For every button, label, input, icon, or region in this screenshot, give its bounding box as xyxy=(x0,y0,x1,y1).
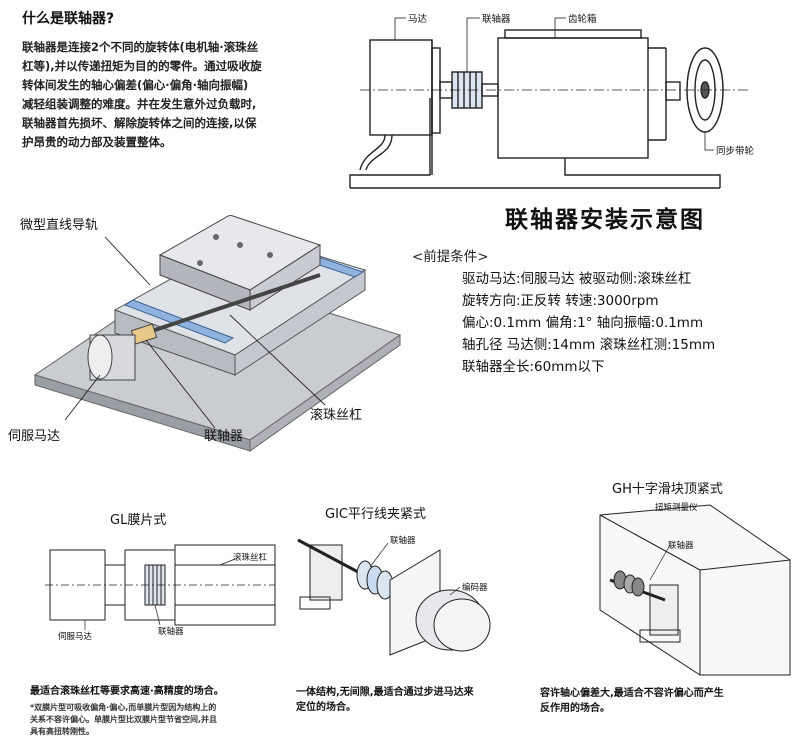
gh-label-coupling: 联轴器 xyxy=(668,541,694,551)
gl-diagram xyxy=(45,544,276,630)
label-ball-screw: 滚珠丝杠 xyxy=(310,408,363,423)
condition-row: 旋转方向:正反转 转速:3000rpm xyxy=(462,293,659,309)
label-pulley: 同步带轮 xyxy=(716,146,755,157)
gic-label-encoder: 编码器 xyxy=(462,583,488,593)
gh-label-instrument: 扭矩测量仪 xyxy=(655,503,698,513)
gh-note-line: 反作用的场合。 xyxy=(540,703,610,714)
gic-note-line: 定位的场合。 xyxy=(296,702,356,713)
gic-diagram xyxy=(297,538,491,656)
gl-subnote-line: 具有高扭转刚性。 xyxy=(30,727,94,736)
install-diagram-title: 联轴器安装示意图 xyxy=(505,207,705,233)
intro-title: 什么是联轴器? xyxy=(22,11,115,27)
label-linear-rail: 微型直线导轨 xyxy=(20,218,99,233)
gic-note-line: 一体结构,无间隙,最适合通过步进马达来 xyxy=(296,687,474,698)
label-stage-coupling: 联轴器 xyxy=(204,429,244,444)
type-gl-title: GL膜片式 xyxy=(110,513,167,528)
gl-label-servo: 伺服马达 xyxy=(58,632,93,642)
gl-subnote-line: *双膜片型可吸收偏角·偏心,而单膜片型因为结构上的 xyxy=(30,703,217,712)
gl-note-line: 最适合滚珠丝杠等要求高速·高精度的场合。 xyxy=(30,686,224,697)
conditions-header: <前提条件> xyxy=(412,249,489,265)
intro-paragraph: 联轴器是连接2个不同的旋转体(电机轴·滚珠丝 杠等),并以传递扭矩为目的的零件。… xyxy=(22,38,312,152)
intro-line: 减轻组装调整的难度。并在发生意外过负载时, xyxy=(22,97,257,111)
gic-note: 一体结构,无间隙,最适合通过步进马达来 定位的场合。 xyxy=(296,685,536,715)
conditions-block: <前提条件> 驱动马达:伺服马达 被驱动侧:滚珠丝杠 旋转方向:正反转 转速:3… xyxy=(412,246,715,378)
type-gic-title: GIC平行线夹紧式 xyxy=(325,507,426,522)
intro-line: 联轴器首先损坏、解除旋转体之间的连接,以保 xyxy=(22,116,257,130)
installation-diagram xyxy=(349,17,750,189)
intro-line: 联轴器是连接2个不同的旋转体(电机轴·滚珠丝 xyxy=(22,40,259,54)
gic-label-coupling: 联轴器 xyxy=(390,536,416,546)
condition-row: 轴孔径 马达侧:14mm 滚珠丝杠测:15mm xyxy=(462,337,716,353)
type-gh-title: GH十字滑块顶紧式 xyxy=(612,482,723,497)
label-motor: 马达 xyxy=(408,14,428,25)
gl-note: 最适合滚珠丝杠等要求高速·高精度的场合。 xyxy=(30,684,290,699)
intro-line: 转体间发生的轴心偏差(偏心·偏角·轴向振幅) xyxy=(22,78,249,92)
condition-row: 偏心:0.1mm 偏角:1° 轴向振幅:0.1mm xyxy=(462,315,704,331)
condition-row: 联轴器全长:60mm以下 xyxy=(462,359,605,375)
gl-subnote: *双膜片型可吸收偏角·偏心,而单膜片型因为结构上的 关系不容许偏心。单膜片型比双… xyxy=(30,702,290,738)
gh-diagram xyxy=(599,504,791,676)
condition-row: 驱动马达:伺服马达 被驱动侧:滚珠丝杠 xyxy=(462,271,692,287)
gh-note: 容许轴心偏差大,最适合不容许偏心而产生 反作用的场合。 xyxy=(540,686,790,716)
label-gearbox: 齿轮箱 xyxy=(568,14,597,25)
intro-line: 杠等),并以传递扭矩为目的的零件。通过吸收旋 xyxy=(22,59,262,73)
gl-subnote-line: 关系不容许偏心。单膜片型比双膜片型节省空间,并且 xyxy=(30,715,218,724)
label-servo-motor: 伺服马达 xyxy=(8,429,61,444)
gl-label-screw: 滚珠丝杠 xyxy=(233,553,268,563)
gh-note-line: 容许轴心偏差大,最适合不容许偏心而产生 xyxy=(540,688,724,699)
label-coupling: 联轴器 xyxy=(482,14,511,25)
gl-label-coupling: 联轴器 xyxy=(158,627,184,637)
linear-stage-illustration xyxy=(33,215,402,452)
intro-line: 护昂贵的动力部及装置整体。 xyxy=(22,135,172,149)
